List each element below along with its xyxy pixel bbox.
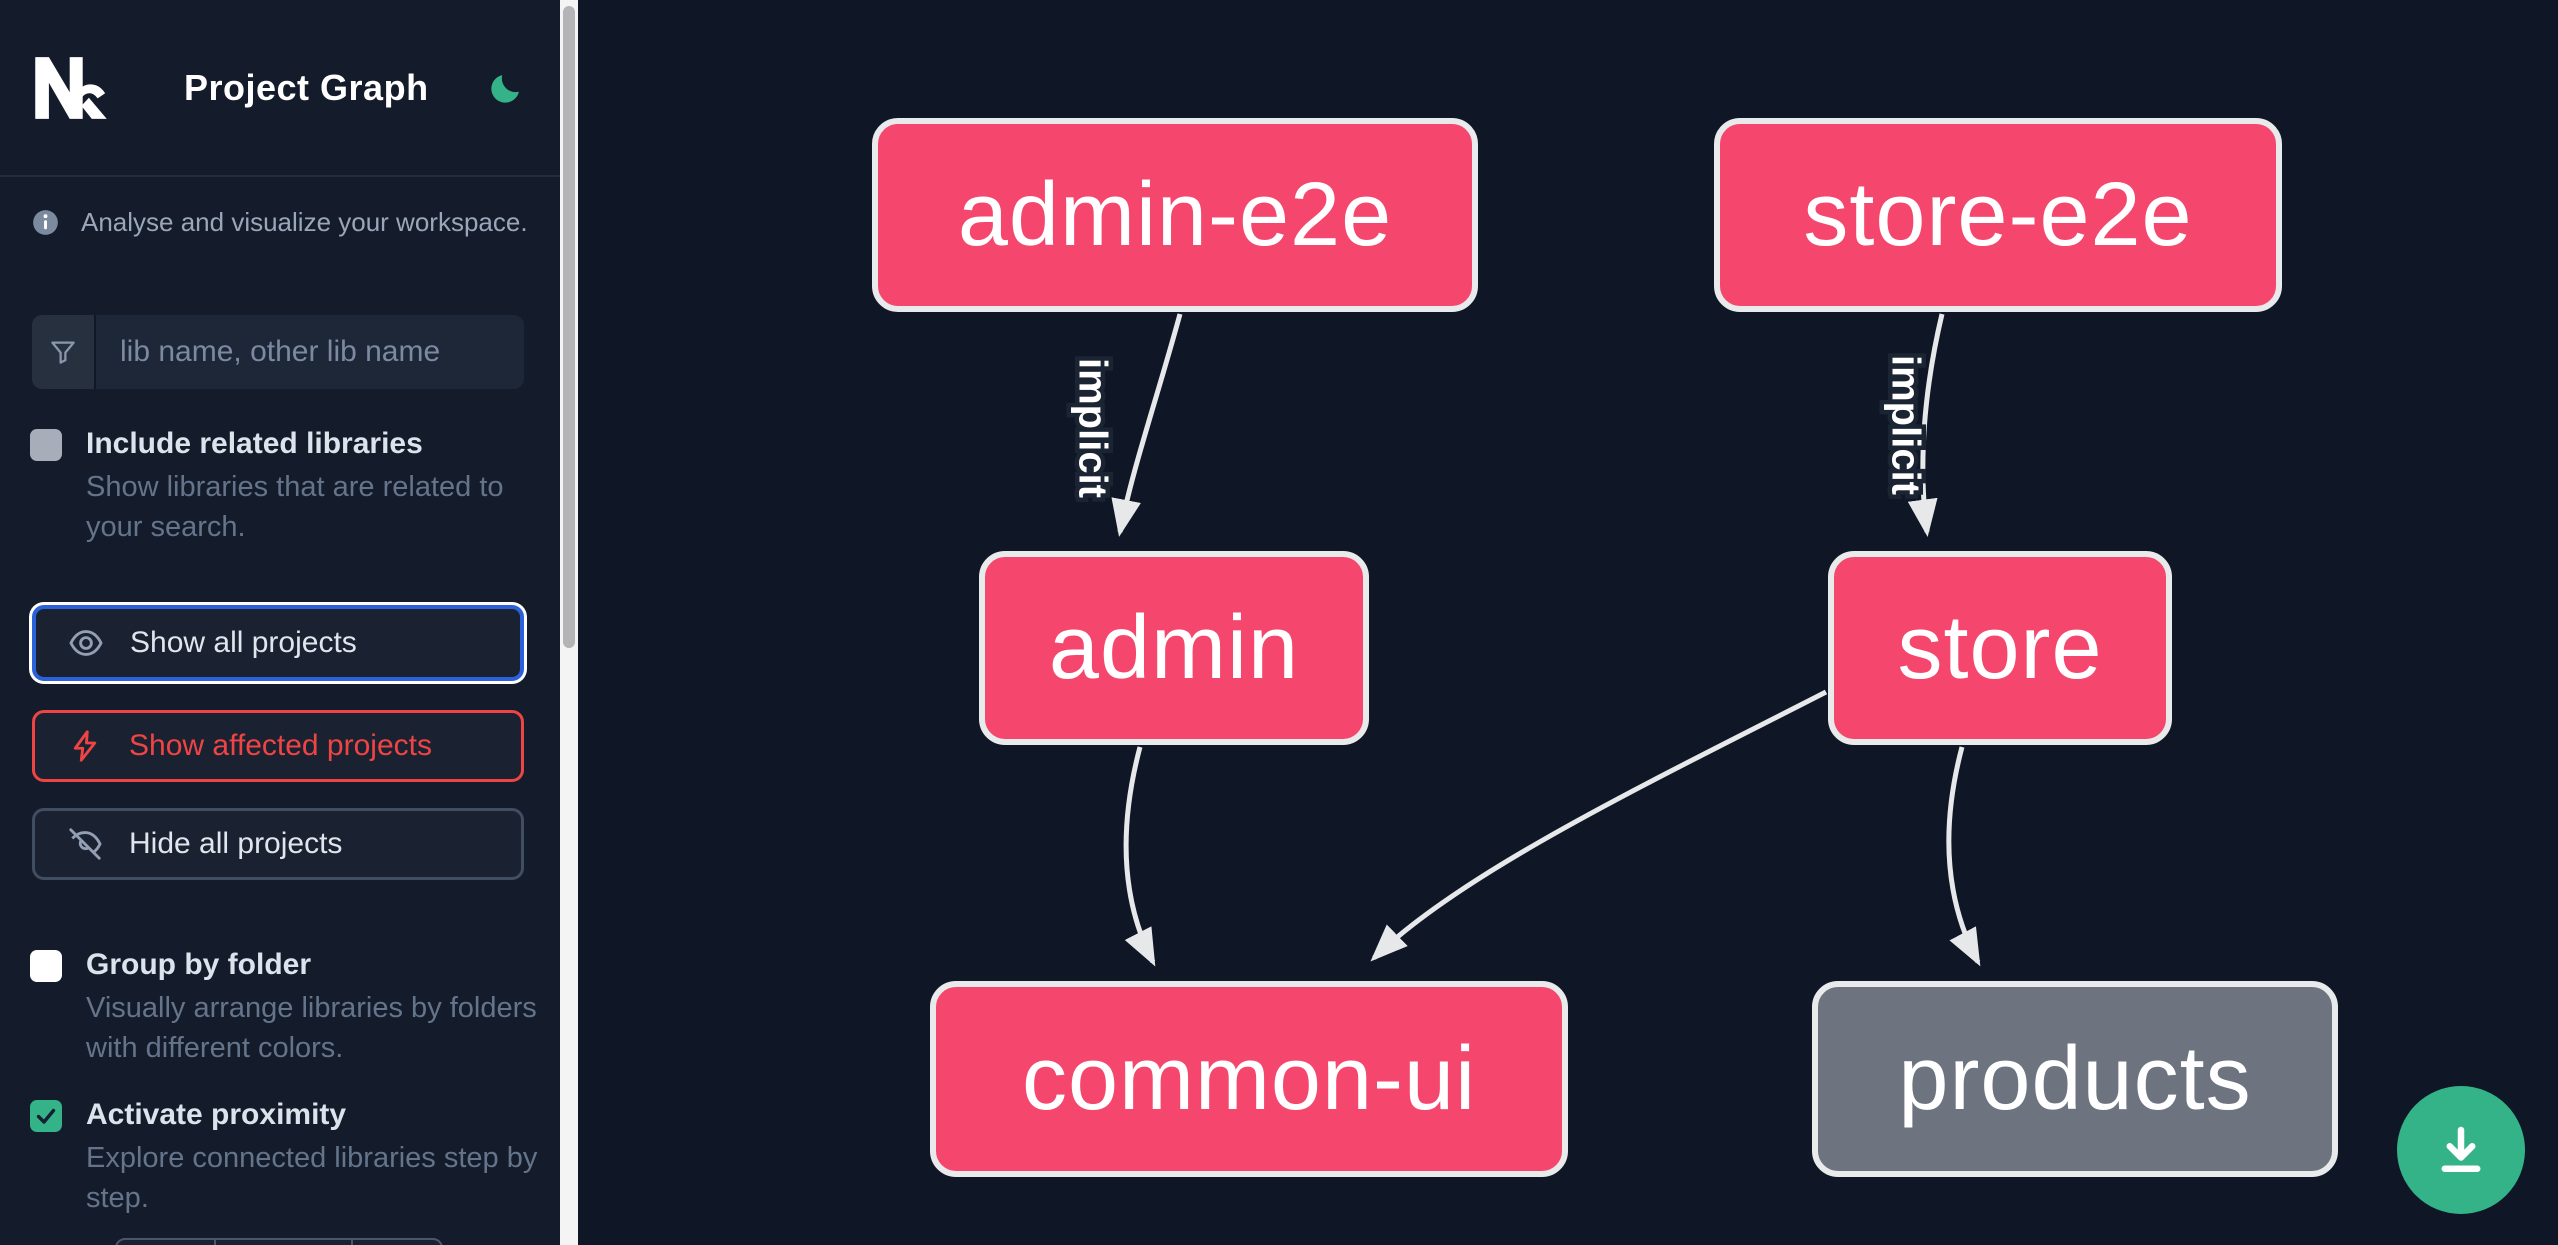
edge-label-implicit: implicit xyxy=(1070,358,1114,498)
include-related-label: Include related libraries xyxy=(86,427,423,460)
eye-off-icon xyxy=(65,825,105,863)
proximity-depth-control[interactable] xyxy=(115,1238,443,1245)
group-by-folder-toggle: Group by folder Visually arrange librari… xyxy=(30,948,537,1068)
sidebar: Project Graph Analyse and visualize your… xyxy=(0,0,560,1245)
edge-admin-e2e-to-admin[interactable] xyxy=(1111,313,1183,537)
page-title: Project Graph xyxy=(184,66,429,108)
sidebar-scrollbar-thumb[interactable] xyxy=(563,6,575,648)
show-all-projects-button[interactable]: Show all projects xyxy=(32,605,524,681)
workspace-info-row: Analyse and visualize your workspace. xyxy=(0,177,560,238)
theme-toggle-button[interactable] xyxy=(488,70,524,106)
sidebar-header: Project Graph xyxy=(0,0,560,175)
include-related-toggle: Include related libraries Show libraries… xyxy=(30,427,530,547)
sidebar-scrollbar[interactable] xyxy=(560,0,578,1245)
include-related-description: Show libraries that are related to your … xyxy=(86,471,504,543)
download-graph-button[interactable] xyxy=(2397,1086,2525,1214)
depth-value-segment xyxy=(214,1240,351,1245)
include-related-checkbox[interactable] xyxy=(30,429,62,461)
graph-node-admin-e2e[interactable]: admin-e2e xyxy=(872,118,1478,312)
edge-store-to-products[interactable] xyxy=(1946,746,1981,967)
info-icon xyxy=(32,209,59,236)
graph-node-admin[interactable]: admin xyxy=(979,551,1369,745)
activate-proximity-description: Explore connected libraries step by step… xyxy=(86,1142,538,1214)
workspace-info-text: Analyse and visualize your workspace. xyxy=(81,207,528,237)
project-filter-search xyxy=(32,315,524,389)
graph-node-store[interactable]: store xyxy=(1828,551,2172,745)
header-divider xyxy=(0,175,560,177)
lightning-bolt-icon xyxy=(65,728,105,764)
checkmark-icon xyxy=(36,1108,56,1124)
activate-proximity-label: Activate proximity xyxy=(86,1098,347,1131)
edge-admin-to-common-ui[interactable] xyxy=(1123,746,1156,967)
graph-node-store-e2e[interactable]: store-e2e xyxy=(1714,118,2282,312)
show-all-projects-label: Show all projects xyxy=(130,626,357,659)
edge-label-implicit: implicit xyxy=(1883,355,1927,495)
graph-node-products[interactable]: products xyxy=(1812,981,2338,1177)
group-by-folder-description: Visually arrange libraries by folders wi… xyxy=(86,992,537,1064)
group-by-folder-checkbox[interactable] xyxy=(30,950,62,982)
show-affected-projects-button[interactable]: Show affected projects xyxy=(32,710,524,782)
edge-store-to-common-ui[interactable] xyxy=(1370,689,1828,962)
hide-all-projects-button[interactable]: Hide all projects xyxy=(32,808,524,880)
nx-logo xyxy=(32,55,110,121)
search-input[interactable] xyxy=(96,315,524,389)
activate-proximity-toggle: Activate proximity Explore connected lib… xyxy=(30,1098,537,1218)
eye-icon xyxy=(66,624,106,662)
moon-icon xyxy=(488,74,524,109)
activate-proximity-checkbox[interactable] xyxy=(30,1100,62,1132)
graph-node-common-ui[interactable]: common-ui xyxy=(930,981,1568,1177)
hide-all-projects-label: Hide all projects xyxy=(129,827,343,860)
group-by-folder-label: Group by folder xyxy=(86,948,311,981)
filter-funnel-icon xyxy=(32,315,96,389)
download-icon xyxy=(2431,1120,2491,1180)
depth-decrement-segment[interactable] xyxy=(117,1240,214,1245)
show-affected-projects-label: Show affected projects xyxy=(129,729,432,762)
edge-store-e2e-to-store[interactable] xyxy=(1907,313,1945,537)
depth-increment-segment[interactable] xyxy=(351,1240,441,1245)
